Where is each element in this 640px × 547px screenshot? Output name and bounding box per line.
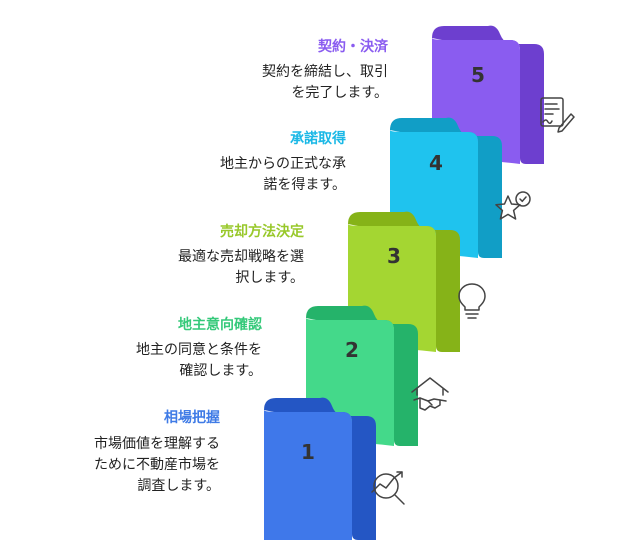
step-3-description: 最適な売却戦略を選 択します。	[178, 247, 304, 289]
step-5-description: 契約を締結し、取引 を完了します。	[262, 62, 388, 104]
step-5-description-line: を完了します。	[291, 85, 388, 101]
star-check-icon	[495, 191, 531, 220]
step-5-description-line: 契約を締結し、取引	[262, 64, 388, 80]
step-4-title: 承諾取得	[290, 131, 346, 147]
step-2-description-line: 地主の同意と条件を	[136, 342, 262, 358]
step-1-title: 相場把握	[164, 410, 220, 426]
step-3-description-line: 最適な売却戦略を選	[178, 249, 304, 265]
step-3-number: 3	[387, 244, 401, 268]
step-1-description-line: 市場価値を理解する	[94, 436, 220, 452]
step-1-description-line: ために不動産市場を	[94, 457, 220, 473]
step-5-number: 5	[471, 63, 485, 87]
step-2-number: 2	[345, 338, 359, 362]
step-4-number: 4	[429, 151, 443, 175]
lightbulb-icon	[458, 283, 486, 319]
market-analysis-icon	[371, 471, 405, 505]
contract-sign-icon	[540, 97, 575, 133]
house-handshake-icon	[411, 377, 449, 411]
step-4-description-line: 諾を得ます。	[263, 177, 346, 193]
step-3-description-line: 択します。	[235, 270, 304, 286]
step-4-description-line: 地主からの正式な承	[220, 156, 346, 172]
step-2-description-line: 確認します。	[179, 363, 262, 379]
step-4-description: 地主からの正式な承 諾を得ます。	[220, 154, 346, 196]
step-5-title: 契約・決済	[318, 39, 388, 55]
step-1-description: 市場価値を理解する ために不動産市場を 調査します。	[94, 434, 220, 497]
step-2-description: 地主の同意と条件を 確認します。	[136, 340, 262, 382]
step-1-block: 1	[264, 397, 376, 540]
step-1-description-line: 調査します。	[137, 478, 220, 494]
step-2-title: 地主意向確認	[178, 317, 262, 333]
step-3-title: 売却方法決定	[220, 224, 304, 240]
step-1-number: 1	[301, 440, 315, 464]
